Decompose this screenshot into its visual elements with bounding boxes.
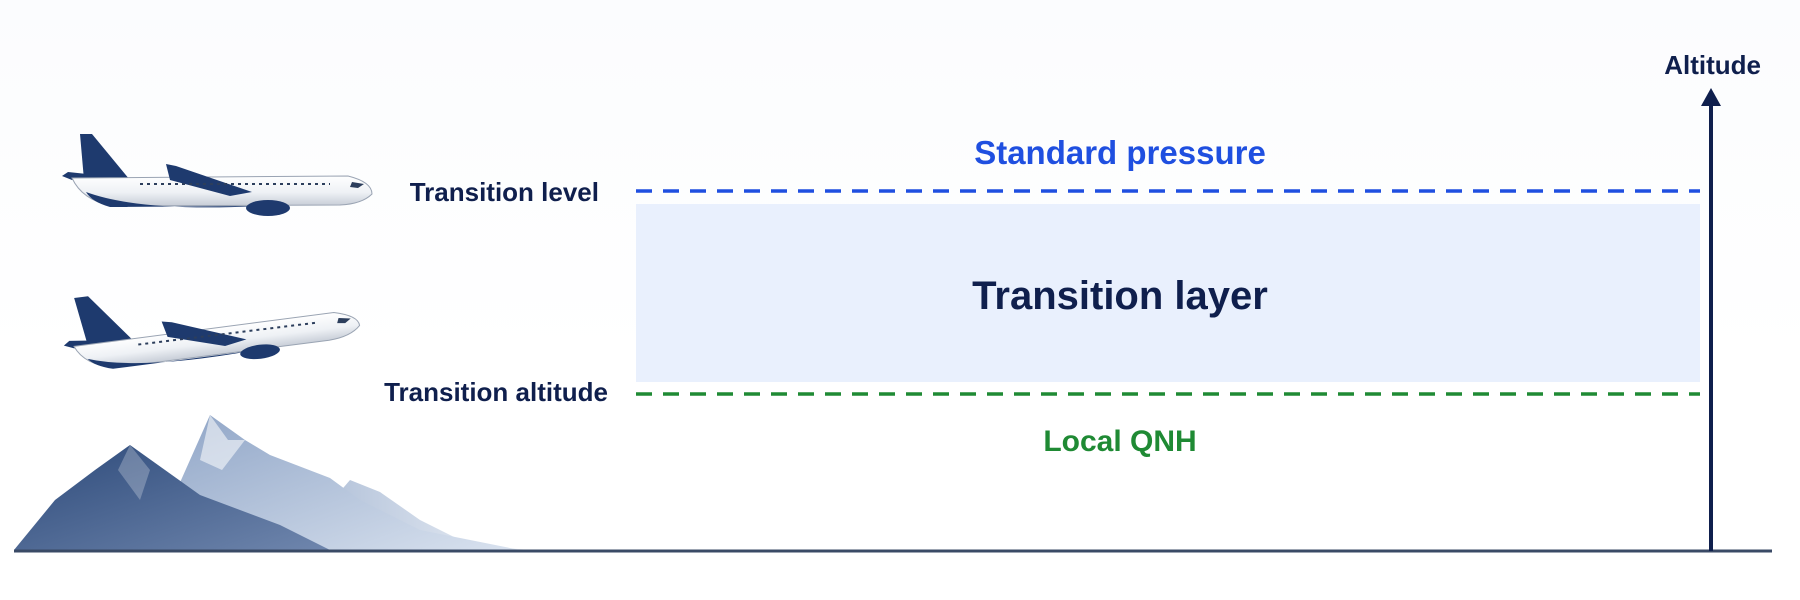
standard-pressure-label: Standard pressure (974, 134, 1266, 171)
airliner-level-icon (62, 134, 373, 216)
local-qnh-label: Local QNH (1043, 425, 1197, 458)
mountain-range-icon (14, 415, 530, 550)
altitude-axis-label: Altitude (1664, 50, 1761, 80)
transition-level-label: Transition level (409, 177, 599, 207)
transition-altitude-label: Transition altitude (384, 377, 608, 407)
transition-layer-band (636, 204, 1700, 382)
airliner-climbing-icon (63, 296, 361, 369)
up-arrow-icon (1701, 88, 1721, 551)
transition-layer-label: Transition layer (972, 274, 1268, 318)
